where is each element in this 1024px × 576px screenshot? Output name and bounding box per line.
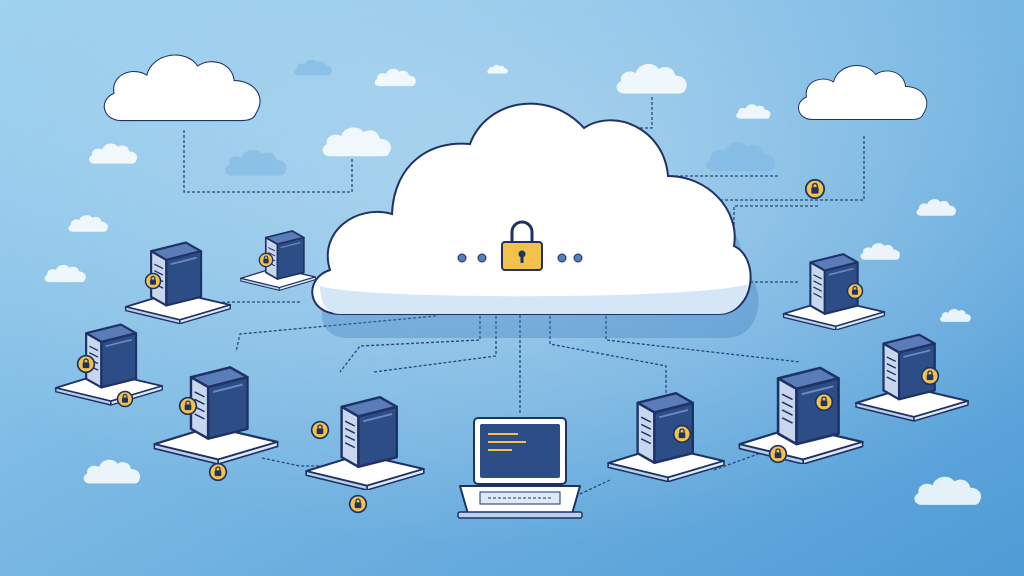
central-cloud-body [311,102,752,315]
status-dot [573,253,583,263]
lock-badge-icon [920,366,940,386]
laptop-center [457,417,583,519]
lock-badge-icon [76,354,96,374]
laptop-icon [457,417,583,519]
server-icon [882,333,936,401]
lock-badge-icon [846,282,864,300]
connector [373,316,497,373]
lock-badge-icon [672,424,692,444]
connector [549,316,667,398]
lock-badge-icon [116,390,134,408]
lock-badge-icon [258,252,274,268]
lock-badge-icon [144,272,162,290]
central-cloud [311,102,759,338]
lock-badge-icon [814,392,834,412]
connector [235,315,437,353]
server-icon [809,253,859,315]
server-icon [149,241,203,307]
connector [579,479,611,495]
lock-badge-icon [804,178,826,200]
lock-badge-icon [178,396,198,416]
lock-badge-icon [348,494,368,514]
server-icon [189,365,249,441]
connector [605,316,801,363]
server-icon [84,323,138,389]
status-dots [457,253,583,263]
connector [713,445,781,471]
status-dot [457,253,467,263]
server-icon [340,395,399,469]
connector [339,316,481,373]
connector [183,130,353,193]
status-dot [557,253,567,263]
status-dot [477,253,487,263]
central-cloud-base [320,284,748,314]
lock-badge-icon [768,444,788,464]
server-icon [264,230,305,280]
lock-badge-icon [208,462,228,482]
padlock-icon [501,220,543,271]
lock-badge-icon [310,420,330,440]
connector [261,457,330,467]
